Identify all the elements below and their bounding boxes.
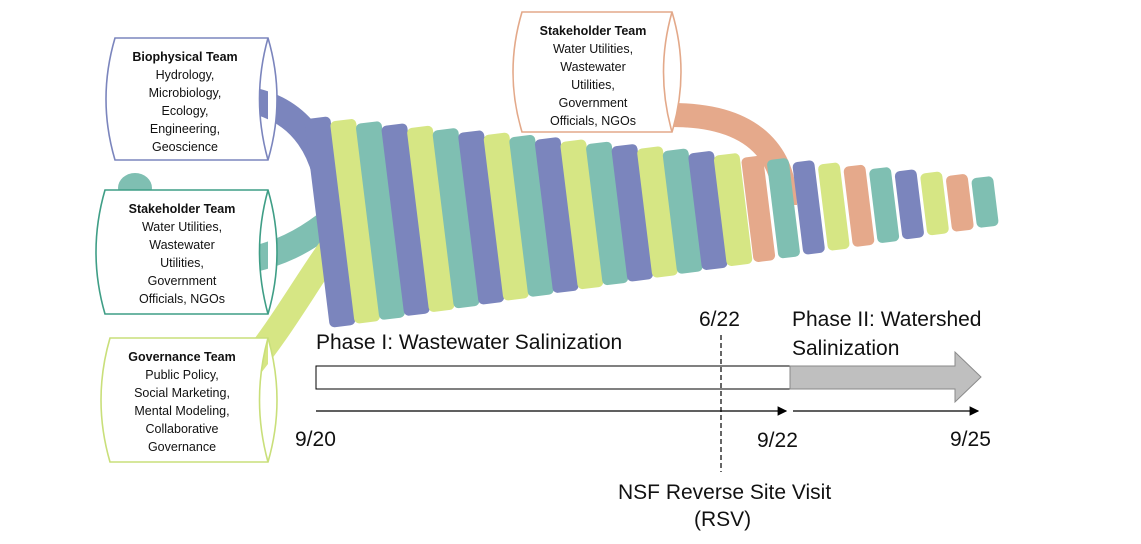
phase2-label-line1: Phase II: Watershed bbox=[792, 308, 982, 331]
braided-rope bbox=[304, 116, 999, 328]
rope-strand-bar bbox=[688, 151, 728, 270]
stakeholder-left-team-card: Stakeholder Team Water Utilities, Wastew… bbox=[102, 200, 262, 308]
stakeholder-top-team-card: Stakeholder Team Water Utilities, Wastew… bbox=[518, 22, 668, 130]
timeline-start-date: 9/20 bbox=[295, 428, 336, 451]
stakeholder-left-team-members: Water Utilities, Wastewater Utilities, G… bbox=[139, 220, 225, 306]
biophysical-team-card: Biophysical Team Hydrology, Microbiology… bbox=[110, 48, 260, 156]
timeline-mid-date: 9/22 bbox=[757, 429, 798, 452]
rope-strand-bar bbox=[330, 119, 380, 324]
rope-strand-bar bbox=[458, 130, 505, 305]
rope-strand-bar bbox=[843, 164, 875, 247]
rope-strand-bar bbox=[304, 116, 356, 328]
rope-strand-bar bbox=[407, 125, 455, 312]
rope-strand-bar bbox=[741, 155, 776, 262]
phase2-label-line2: Salinization bbox=[792, 337, 900, 360]
rope-strand-bar bbox=[611, 144, 653, 282]
team-scrolls bbox=[95, 11, 682, 463]
rope-strand-bar bbox=[483, 132, 529, 301]
stakeholder-top-team-members: Water Utilities, Wastewater Utilities, G… bbox=[550, 42, 636, 128]
rope-strand-bar bbox=[767, 158, 800, 259]
rope-strand-bar bbox=[662, 148, 703, 274]
rope-strand-bar bbox=[946, 174, 974, 232]
timeline-axes bbox=[316, 335, 980, 472]
stakeholder-left-team-title: Stakeholder Team bbox=[128, 202, 236, 216]
milestone-date-label: 6/22 bbox=[699, 308, 740, 331]
rope-strand-bar bbox=[792, 160, 825, 255]
rope-strand-bar bbox=[971, 176, 999, 228]
biophysical-team-disciplines: Hydrology, Microbiology, Ecology, Engine… bbox=[148, 68, 222, 154]
phase1-label: Phase I: Wastewater Salinization bbox=[316, 331, 623, 354]
biophysical-team-title: Biophysical Team bbox=[132, 50, 238, 64]
rope-strand-bar bbox=[509, 134, 554, 297]
phase-bars bbox=[315, 350, 982, 404]
rsv-event-label-line1: NSF Reverse Site Visit bbox=[618, 481, 832, 504]
governance-team-title: Governance Team bbox=[128, 350, 236, 364]
rope-strand-bar bbox=[432, 128, 480, 309]
phase2-arrow bbox=[789, 350, 982, 404]
rope-strand-bar bbox=[534, 137, 579, 293]
governance-team-disciplines: Public Policy, Social Marketing, Mental … bbox=[134, 368, 230, 454]
stakeholder-top-scroll-shape bbox=[512, 11, 682, 133]
governance-team-card: Governance Team Public Policy, Social Ma… bbox=[102, 348, 262, 456]
rope-strand-bar bbox=[560, 139, 604, 290]
governance-scroll-shape bbox=[100, 337, 278, 463]
biophysical-scroll-shape bbox=[105, 37, 278, 161]
rope-strand-bar bbox=[637, 146, 678, 278]
phase1-bar bbox=[315, 365, 791, 390]
timeline-end-date: 9/25 bbox=[950, 428, 991, 451]
rope-strand-bar bbox=[920, 171, 949, 236]
rope-strand-bar bbox=[713, 153, 753, 266]
rope-strand-bar bbox=[818, 162, 850, 251]
stakeholder-left-scroll-shape bbox=[95, 189, 278, 315]
rope-strand-bar bbox=[869, 167, 900, 243]
rope-strand-bar bbox=[894, 169, 924, 240]
stakeholder-top-team-title: Stakeholder Team bbox=[539, 24, 647, 38]
rope-strand-bar bbox=[356, 121, 405, 320]
rope-strand-bar bbox=[381, 123, 430, 316]
rsv-event-label-line2: (RSV) bbox=[694, 508, 752, 531]
rope-strand-bar bbox=[586, 141, 629, 286]
